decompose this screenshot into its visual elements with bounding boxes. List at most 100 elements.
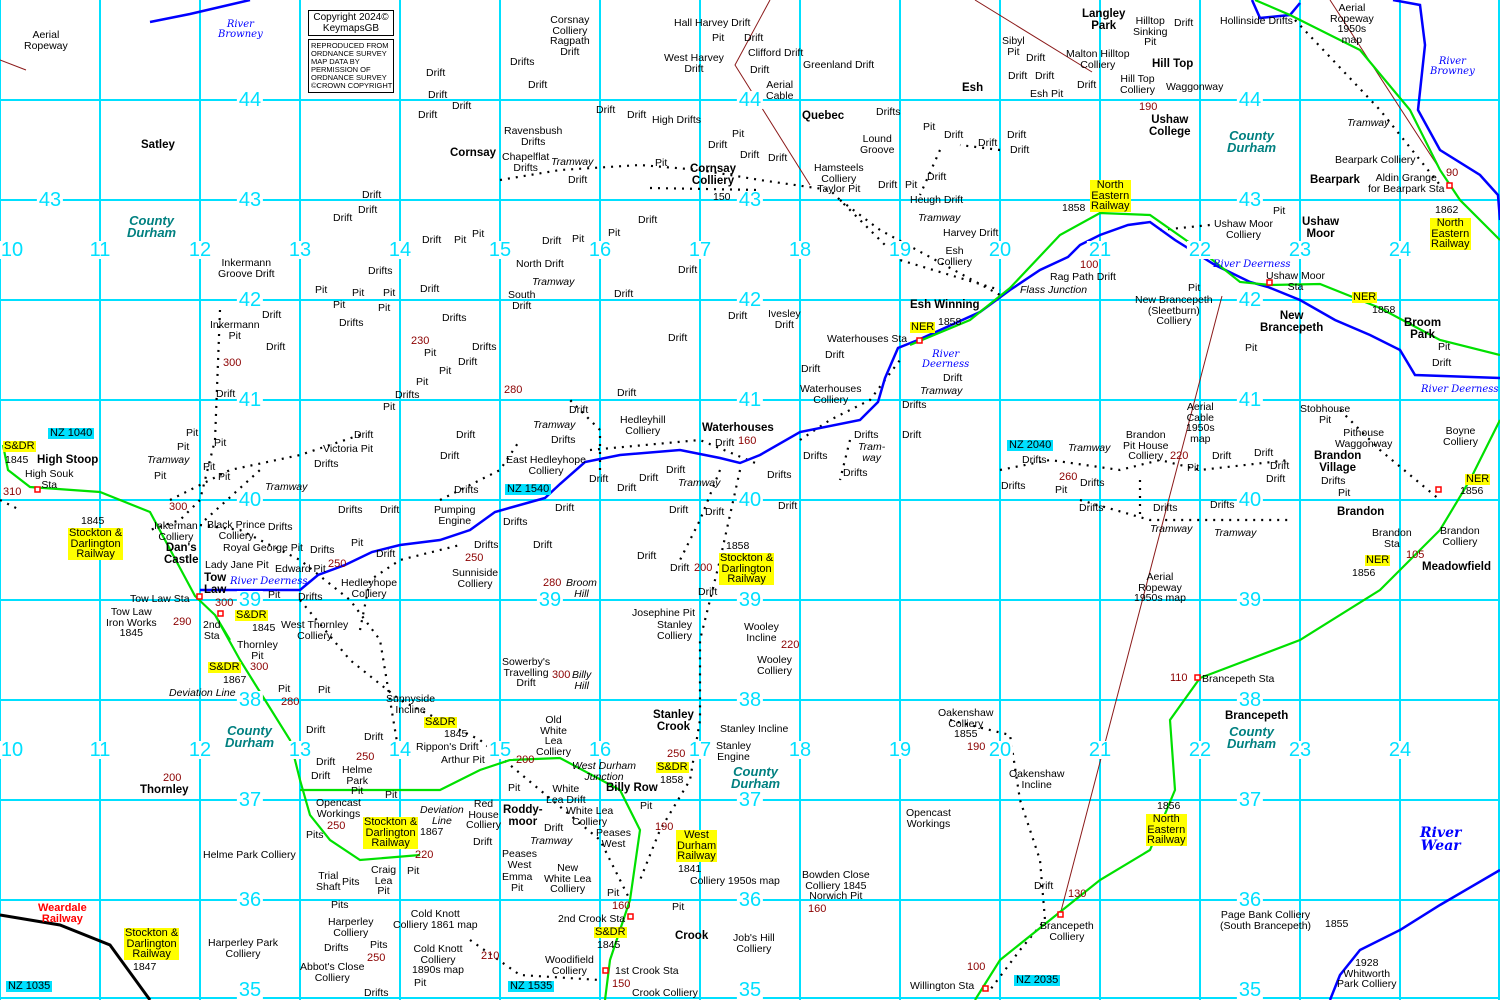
- map-label: 1867: [420, 826, 444, 838]
- map-label: 1st Crook Sta: [615, 965, 679, 977]
- map-label: Pit: [416, 376, 429, 388]
- map-label: Drift: [902, 429, 922, 441]
- spot-height: 250: [465, 552, 484, 564]
- map-label: Drifts: [474, 539, 499, 551]
- railway-label: S&DR: [235, 609, 268, 621]
- northing-label: 44: [236, 89, 264, 111]
- map-label: Sowerby's Travelling Drift: [502, 656, 551, 689]
- map-label: Inkerman Colliery: [154, 520, 198, 543]
- map-label: Opencast Workings: [316, 797, 361, 820]
- easting-label: 14: [386, 739, 414, 761]
- northing-label: 41: [236, 389, 264, 411]
- place-name: Broom Park: [1404, 317, 1442, 341]
- map-label: Drift: [1077, 79, 1097, 91]
- northing-label: 39: [736, 589, 764, 611]
- spot-height: 100: [967, 961, 986, 973]
- map-label: Drift: [1266, 473, 1286, 485]
- spot-height: 300: [169, 501, 188, 513]
- feature-label: Billy Hill: [572, 669, 592, 692]
- easting-label: 21: [1086, 239, 1114, 261]
- railway-label: NER: [1365, 554, 1391, 566]
- map-label: 1845: [597, 939, 621, 951]
- map-label: Edward Pit: [275, 563, 326, 575]
- northing-label: 36: [1236, 889, 1264, 911]
- place-name: Bearpark: [1310, 174, 1360, 186]
- map-label: 1845: [444, 728, 468, 740]
- map-label: Drift: [596, 104, 616, 116]
- map-label: Page Bank Colliery (South Brancepeth): [1220, 909, 1312, 932]
- map-label: Drift: [705, 506, 725, 518]
- place-name: Esh: [962, 82, 984, 94]
- map-label: Drift: [364, 731, 384, 743]
- map-label: Drift: [458, 356, 478, 368]
- northing-label: 40: [736, 489, 764, 511]
- place-name: New Brancepeth: [1260, 310, 1324, 334]
- map-label: Inkermann Groove Drift: [218, 257, 275, 280]
- map-label: 1858: [938, 316, 962, 328]
- easting-label: 17: [686, 739, 714, 761]
- feature-label: Tramway: [533, 419, 576, 431]
- grid-square-label: NZ 1040: [48, 427, 95, 439]
- river-browney-east-line: [1250, 0, 1500, 221]
- northing-label: 35: [236, 979, 264, 1000]
- feature-label: Tramway: [678, 477, 721, 489]
- map-label: Pit: [572, 233, 585, 245]
- map-label: Ushaw Moor Colliery: [1214, 218, 1273, 241]
- map-label: Drifts: [767, 469, 792, 481]
- map-label: Drifts: [1321, 475, 1346, 487]
- map-label: Pits: [306, 829, 324, 841]
- map-label: New Brancepeth (Sleetburn) Colliery: [1135, 294, 1213, 327]
- map-label: Trial Shaft: [316, 870, 341, 893]
- spot-height: 280: [543, 577, 562, 589]
- place-name: Roddy- moor: [503, 804, 543, 828]
- river-label: River Browney: [218, 19, 263, 40]
- map-label: Pit: [905, 179, 918, 191]
- spot-height: 160: [808, 903, 827, 915]
- easting-label: 15: [486, 239, 514, 261]
- northing-label: 40: [236, 489, 264, 511]
- map-label: Royal George Pit: [223, 542, 303, 554]
- place-name: Waterhouses: [702, 422, 774, 434]
- place-name: Brandon: [1337, 506, 1385, 518]
- grid-square-label: NZ 1540: [505, 483, 552, 495]
- map-label: Drift: [1035, 70, 1055, 82]
- map-label: Drifts: [803, 450, 828, 462]
- map-label: 1867: [223, 674, 247, 686]
- spot-height: 300: [223, 357, 242, 369]
- map-label: Drifts: [395, 389, 420, 401]
- spot-height: 250: [367, 952, 386, 964]
- spot-height: 100: [1080, 259, 1099, 271]
- publisher: KeymapsGB: [322, 23, 380, 34]
- easting-label: 13: [286, 739, 314, 761]
- map-label: Peases West: [596, 827, 632, 850]
- railway-label: NER: [910, 321, 936, 333]
- easting-label: 11: [87, 239, 113, 261]
- place-name: Cornsay: [450, 147, 497, 159]
- map-label: Josephine Pit: [632, 607, 696, 619]
- spot-height: 210: [481, 950, 500, 962]
- place-name: Langley Park: [1082, 8, 1126, 32]
- spot-height: 250: [327, 820, 346, 832]
- stations: [34, 182, 1453, 992]
- map-label: Drift: [927, 171, 947, 183]
- map-label: East Hedleyhope Colliery: [506, 454, 586, 477]
- map-label: Aerial Cable 1950s map: [1186, 401, 1215, 445]
- map-label: Drift: [316, 756, 336, 768]
- map-label: 1856: [1157, 800, 1181, 812]
- map-label: Pit: [414, 977, 427, 989]
- place-name: Ushaw College: [1149, 114, 1191, 138]
- northing-label: 35: [736, 979, 764, 1000]
- place-name: Thornley: [140, 784, 189, 796]
- feature-label: Tramway: [920, 385, 963, 397]
- place-name: Ushaw Moor: [1302, 216, 1340, 240]
- easting-label: 16: [586, 739, 614, 761]
- easting-label: 18: [786, 239, 814, 261]
- map-label: Drift: [1432, 357, 1452, 369]
- map-label: Sunniside Colliery: [452, 567, 499, 590]
- map-label: 1858: [1062, 202, 1086, 214]
- map-label: Old White Lea Colliery: [536, 714, 572, 758]
- map-label: Helme Park Pit: [342, 764, 373, 797]
- place-name: Billy Row: [606, 782, 658, 794]
- railway-label: North Eastern Railway: [1146, 813, 1187, 846]
